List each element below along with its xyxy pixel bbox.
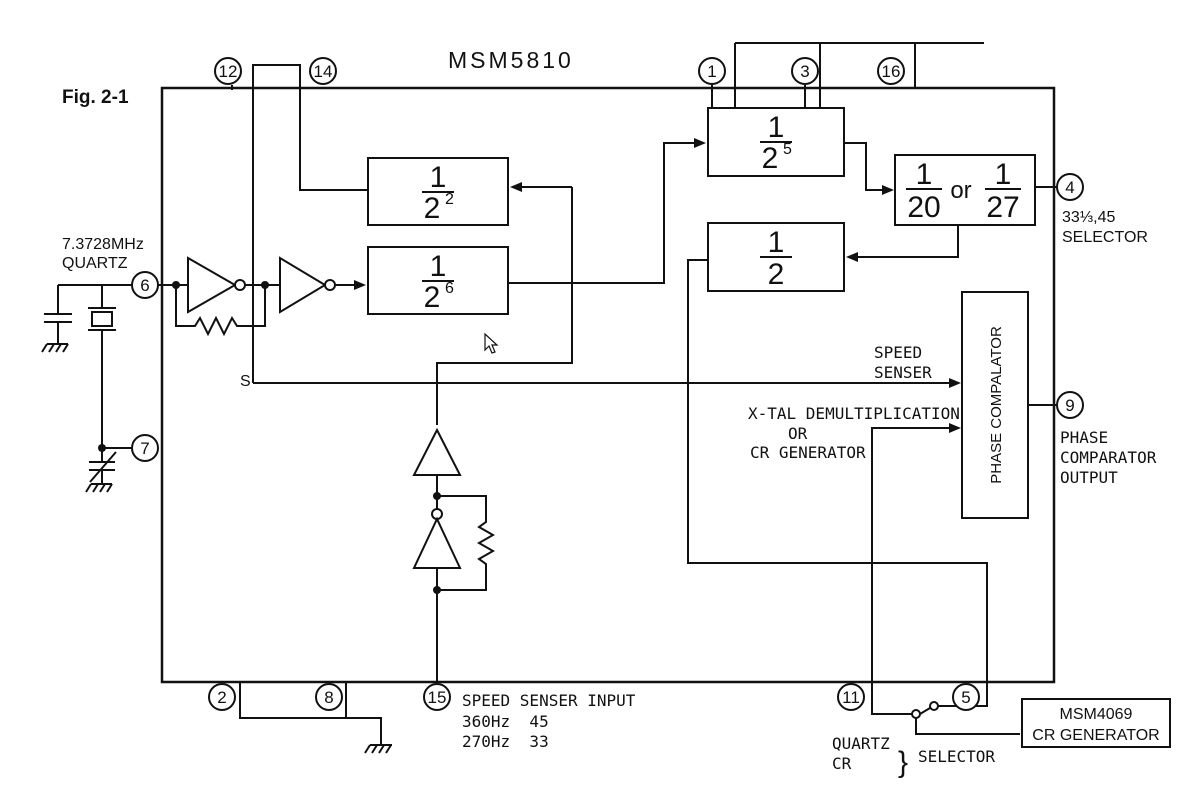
d22-base: 2	[424, 192, 441, 225]
speed-senser-row-2: 270Hz 33	[462, 732, 549, 751]
quartz-frequency: 7.3728MHz	[62, 236, 144, 253]
d2-num: 1	[768, 226, 785, 259]
xtal-label-2: OR	[788, 424, 808, 443]
pin-8-label: 8	[324, 688, 333, 707]
chip-title: MSM5810	[448, 47, 574, 73]
cr-generator-box: MSM4069 CR GENERATOR	[1021, 698, 1171, 748]
phase-comparator-block: PHASE COMPALATOR	[961, 291, 1029, 519]
pin-4-label: 4	[1065, 178, 1074, 197]
d26-num: 1	[430, 250, 447, 283]
speed-senser-input-title: SPEED SENSER INPUT	[462, 691, 636, 710]
s-tap-label: S	[240, 373, 251, 390]
pin-7-label: 7	[140, 439, 149, 458]
speed-senser-label-2: SENSER	[874, 363, 932, 382]
selector-cr: CR	[832, 754, 852, 773]
pin12-14-wiring	[231, 64, 368, 383]
pin-5: 5	[952, 683, 980, 711]
selector-quartz: QUARTZ	[832, 734, 890, 753]
signal-routing	[253, 138, 1057, 683]
pin-12-label: 12	[219, 62, 238, 81]
cr-gen-label-2: CR GENERATOR	[1032, 727, 1159, 744]
d2027-num-a: 1	[916, 158, 933, 191]
pin-9-label: 9	[1065, 396, 1074, 415]
pin-16: 16	[877, 57, 905, 85]
divider-20-or-27: 1 20 or 1 27	[894, 154, 1036, 226]
pc-out-label-2: COMPARATOR	[1060, 448, 1157, 467]
d25-num: 1	[768, 111, 785, 144]
d22-num: 1	[430, 161, 447, 194]
bottom-wiring	[239, 682, 1020, 754]
selector-bottom-label: SELECTOR	[918, 747, 995, 766]
quartz-crystal	[41, 284, 132, 493]
pin-14: 14	[309, 57, 337, 85]
divider-1-over-2-to-5: 1 2 5	[707, 107, 845, 177]
quartz-label: QUARTZ	[62, 255, 128, 272]
pin-15: 15	[423, 683, 451, 711]
d2027-or: or	[950, 177, 971, 204]
d2027-den-a: 20	[907, 191, 940, 224]
pin-6-label: 6	[140, 276, 149, 295]
pc-out-label-1: PHASE	[1060, 428, 1108, 447]
d2-den: 2	[768, 258, 785, 291]
pin-11-label: 11	[842, 688, 860, 707]
pin-12: 12	[214, 57, 242, 85]
pin-14-label: 14	[314, 62, 333, 81]
chip-outline	[160, 86, 1056, 684]
pin-2: 2	[208, 683, 236, 711]
pin-2-label: 2	[217, 688, 226, 707]
pin-7: 7	[131, 434, 159, 462]
pin-8: 8	[315, 683, 343, 711]
divider-1-over-2: 1 2	[707, 222, 845, 292]
selector-label: SELECTOR	[1062, 229, 1148, 246]
d22-exp: 2	[445, 191, 454, 208]
divider-1-over-2-squared: 1 2 2	[367, 157, 509, 226]
xtal-label-3: CR GENERATOR	[750, 443, 866, 462]
pin-3-label: 3	[800, 62, 809, 81]
pin-9: 9	[1056, 391, 1084, 419]
pin-3: 3	[791, 57, 819, 85]
speed-senser-label-1: SPEED	[874, 343, 922, 362]
figure-label: Fig. 2-1	[62, 87, 129, 108]
divider-1-over-2-to-6: 1 2 6	[367, 246, 509, 315]
pin-1-label: 1	[707, 62, 716, 81]
d25-base: 2	[762, 142, 779, 175]
d2027-den-b: 27	[986, 191, 1019, 224]
d26-exp: 6	[445, 280, 454, 297]
mouse-cursor-icon	[484, 332, 499, 354]
selector-33-45: 33⅓,45	[1062, 209, 1115, 226]
pc-out-label-3: OUTPUT	[1060, 468, 1118, 487]
pin-4: 4	[1056, 173, 1084, 201]
top-bus	[711, 42, 984, 108]
pin-1: 1	[698, 57, 726, 85]
pin-5-label: 5	[961, 688, 970, 707]
speed-senser-row-1: 360Hz 45	[462, 712, 549, 731]
pin-16-label: 16	[882, 62, 901, 81]
pin-15-label: 15	[428, 688, 447, 707]
pin-6: 6	[131, 271, 159, 299]
selector-brace: }	[898, 746, 908, 779]
oscillator-section	[158, 256, 366, 337]
d2027-num-b: 1	[995, 158, 1012, 191]
xtal-label-1: X-TAL DEMULTIPLICATION	[748, 404, 960, 423]
phase-comparator-label: PHASE COMPALATOR	[988, 326, 1005, 484]
pin-11: 11	[837, 683, 865, 711]
cr-gen-label-1: MSM4069	[1060, 706, 1133, 723]
d25-exp: 5	[783, 141, 792, 158]
d26-base: 2	[424, 281, 441, 314]
